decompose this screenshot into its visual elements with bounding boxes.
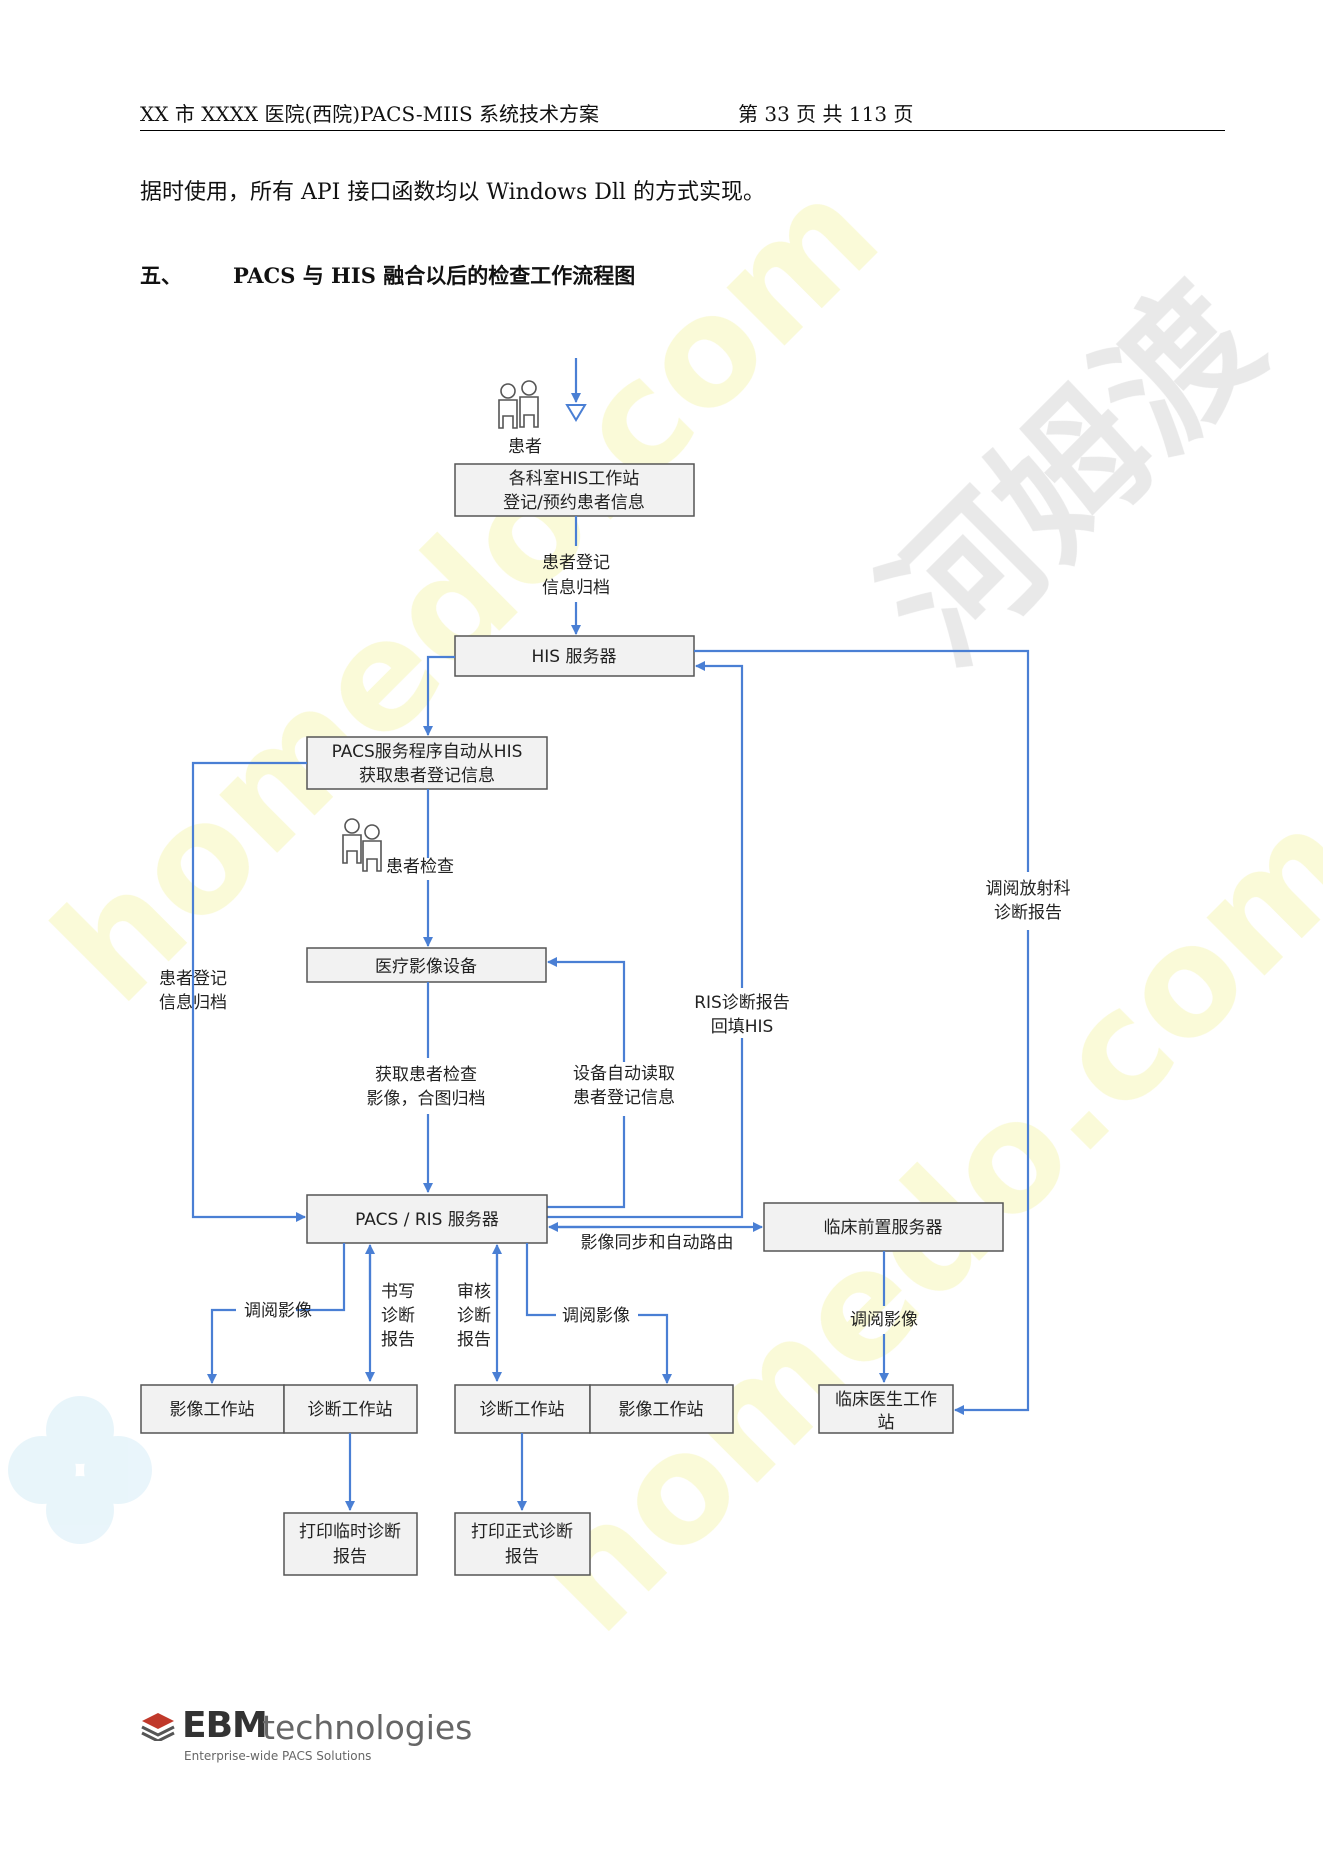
image-workstation-1-box — [140, 1384, 285, 1434]
pacs-service-line1: PACS服务程序自动从HIS — [332, 742, 523, 762]
view-images-label-c: 调阅影像 — [850, 1310, 918, 1330]
view-radiology-label-line1: 调阅放射科 — [986, 879, 1071, 899]
write-report-line1: 书写 — [381, 1282, 415, 1302]
his-workstation-line1: 各科室HIS工作站 — [509, 469, 640, 489]
review-report-line2: 诊断 — [457, 1306, 491, 1326]
pacs-ris-server-label: PACS / RIS 服务器 — [355, 1210, 499, 1230]
his-workstation-box — [454, 463, 695, 517]
diagnosis-workstation-2-label: 诊断工作站 — [480, 1400, 565, 1420]
patient-label: 患者 — [508, 437, 542, 457]
review-report-line1: 审核 — [457, 1282, 491, 1302]
his-server-box — [454, 635, 695, 677]
page-number: 第 33 页 共 113 页 — [738, 102, 914, 126]
his-workstation-line2: 登记/预约患者信息 — [503, 493, 645, 513]
write-report-line2: 诊断 — [381, 1306, 415, 1326]
clinical-front-server-box — [763, 1202, 1004, 1252]
entry-triangle-icon — [565, 404, 587, 422]
device-read-label-line2: 患者登记信息 — [573, 1088, 675, 1108]
clinician-workstation-box — [818, 1384, 954, 1434]
review-report-line3: 报告 — [457, 1330, 491, 1350]
logo-brand-light: technologies — [262, 1708, 473, 1747]
logo-tagline: Enterprise-wide PACS Solutions — [184, 1749, 372, 1763]
image-workstation-1-label: 影像工作站 — [170, 1400, 255, 1420]
print-temp-report-box — [283, 1512, 418, 1576]
print-final-report-line2: 报告 — [505, 1547, 539, 1567]
get-images-label-line1: 获取患者检查 — [375, 1065, 477, 1085]
sync-route-label: 影像同步和自动路由 — [581, 1233, 734, 1253]
print-final-report-box — [454, 1512, 591, 1576]
archive-label-line2: 信息归档 — [542, 578, 610, 598]
print-temp-report-line1: 打印临时诊断 — [299, 1522, 401, 1542]
page-header: XX 市 XXXX 医院(西院)PACS-MIIS 系统技术方案 第 33 页 … — [140, 98, 1225, 131]
ebm-logo-icon — [141, 1713, 175, 1741]
body-paragraph: 据时使用，所有 API 接口函数均以 Windows Dll 的方式实现。 — [140, 180, 765, 205]
diagnosis-workstation-1-box — [283, 1384, 418, 1434]
device-read-label-line1: 设备自动读取 — [573, 1064, 675, 1084]
logo-brand-bold: EBM — [182, 1705, 268, 1746]
image-workstation-2-label: 影像工作站 — [619, 1400, 704, 1420]
ris-report-label-line1: RIS诊断报告 — [694, 993, 790, 1013]
image-workstation-2-box — [589, 1384, 734, 1434]
get-images-label-line2: 影像，合图归档 — [367, 1089, 486, 1109]
patient-exam-icon — [342, 818, 382, 872]
pacs-ris-server-box — [306, 1194, 548, 1244]
view-images-label-b: 调阅影像 — [562, 1306, 630, 1326]
write-report-line3: 报告 — [381, 1330, 415, 1350]
clinician-workstation-line1: 临床医生工作 — [835, 1390, 937, 1410]
patient-icon — [498, 380, 539, 429]
section-title: PACS 与 HIS 融合以后的检查工作流程图 — [233, 263, 636, 288]
modality-box — [306, 947, 547, 983]
view-images-label-a: 调阅影像 — [244, 1301, 312, 1321]
left-archive-label-line2: 信息归档 — [159, 993, 227, 1013]
patient-exam-label: 患者检查 — [386, 857, 454, 877]
ris-report-label-line2: 回填HIS — [711, 1017, 774, 1037]
ebm-logo: EBM technologies Enterprise-wide PACS So… — [140, 1705, 473, 1775]
section-number: 五、 — [140, 263, 182, 288]
document-title: XX 市 XXXX 医院(西院)PACS-MIIS 系统技术方案 — [140, 102, 600, 126]
print-temp-report-line2: 报告 — [333, 1547, 367, 1567]
view-radiology-label-line2: 诊断报告 — [994, 903, 1062, 923]
pacs-service-line2: 获取患者登记信息 — [359, 766, 495, 786]
modality-label: 医疗影像设备 — [375, 957, 477, 977]
print-final-report-line1: 打印正式诊断 — [471, 1522, 573, 1542]
archive-label-line1: 患者登记 — [542, 553, 610, 573]
section-heading: 五、 PACS 与 HIS 融合以后的检查工作流程图 — [140, 260, 635, 290]
his-server-label: HIS 服务器 — [532, 647, 617, 667]
clinician-workstation-line2: 站 — [878, 1413, 895, 1433]
left-archive-label-line1: 患者登记 — [159, 969, 227, 989]
clinical-front-server-label: 临床前置服务器 — [824, 1218, 943, 1238]
diagnosis-workstation-1-label: 诊断工作站 — [308, 1400, 393, 1420]
